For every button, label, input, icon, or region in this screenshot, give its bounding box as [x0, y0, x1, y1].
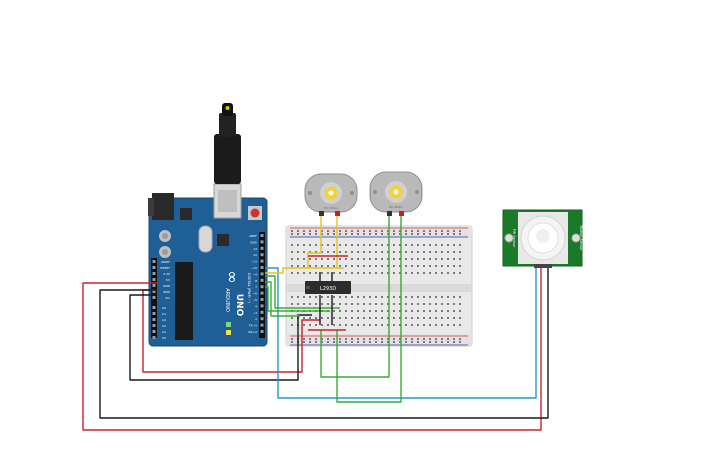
arduino-uno-board[interactable]: ∞ ARDUINO UNO DIGITAL (PWM ~) AREF GND 13 1…: [148, 103, 268, 347]
wire-blue-signal[interactable]: [265, 267, 537, 399]
arduino-brand-label: ARDUINO: [224, 288, 230, 312]
power-pin-label: RESET: [160, 266, 170, 270]
digital-pin-label: AREF: [249, 234, 257, 238]
pir-side-label-left: PIR Sensor: [512, 229, 516, 248]
motor-driver-chip[interactable]: L293D: [305, 281, 351, 294]
motor-1-label: DC Motor: [324, 206, 339, 210]
digital-pin-label: 8: [255, 279, 257, 283]
wire-yellow-ctrl[interactable]: [265, 267, 344, 274]
arduino-logo-icon: ∞: [223, 270, 242, 283]
digital-pin-label: 12: [253, 253, 257, 257]
wire-green-ctrl-2[interactable]: [265, 286, 330, 312]
dc-power-jack-icon: [148, 193, 174, 220]
wire-green-ctrl-3[interactable]: [265, 275, 340, 309]
wire-green-ctrl-1[interactable]: [265, 281, 300, 317]
analog-pin-label: A0: [162, 306, 166, 310]
digital-pin-label: ~11: [251, 260, 257, 264]
breadboard-holes: [291, 230, 461, 343]
arduino-digital-label: DIGITAL (PWM ~): [247, 273, 251, 304]
digital-pin-label: TX→1: [248, 324, 257, 328]
wire-green-motor2-b[interactable]: [336, 216, 402, 403]
dc-motor-2[interactable]: DC Motor: [369, 171, 423, 216]
digital-pin-label: 13: [253, 247, 257, 251]
digital-pin-label: ~9: [253, 272, 258, 276]
digital-pin-label: ~3: [253, 311, 258, 315]
arduino-model-label: UNO: [234, 294, 244, 317]
arduino-header-pins: [152, 234, 264, 339]
wire-yellow-motor1-a[interactable]: [307, 216, 322, 268]
digital-pin-label: ~6: [253, 292, 258, 296]
wire-green-motor2-a[interactable]: [320, 216, 390, 378]
digital-pin-label: 7: [255, 285, 257, 289]
power-pin-label: GND: [163, 290, 171, 294]
power-pin-label: 5V: [166, 278, 171, 282]
digital-pin-label: 2: [255, 317, 257, 321]
power-pin-label: GND: [163, 284, 171, 288]
digital-pin-label: 4: [255, 304, 257, 308]
analog-pin-label: A4: [162, 330, 166, 334]
power-pin-label: IOREF: [161, 260, 170, 264]
analog-pin-label: A1: [162, 312, 166, 316]
digital-pin-label: ~10: [251, 266, 257, 270]
wire-black-outer[interactable]: [99, 268, 549, 419]
usb-connector-icon: [213, 103, 242, 219]
power-pin-label: 3.3V: [163, 272, 171, 276]
analog-pin-label: A3: [162, 324, 166, 328]
digital-pin-label: ~5: [253, 298, 258, 302]
reset-button-icon[interactable]: [248, 206, 262, 220]
pir-motion-sensor[interactable]: PIR Sensor Motion Sensor: [502, 209, 583, 268]
wire-red-outer[interactable]: [82, 268, 542, 431]
motor-2-label: DC Motor: [389, 205, 404, 209]
wires: [82, 216, 549, 431]
dc-motor-1[interactable]: DC Motor: [304, 173, 358, 216]
analog-pin-label: A5: [162, 336, 166, 340]
power-pin-label: Vin: [165, 296, 170, 300]
digital-pin-label: GND: [250, 240, 258, 244]
wire-black-inner[interactable]: [129, 294, 312, 381]
microcontroller-chip: [175, 262, 193, 340]
analog-pin-label: A2: [162, 318, 166, 322]
motor-driver-label: L293D: [320, 286, 336, 292]
pir-side-label-right: Motion Sensor: [579, 226, 583, 252]
digital-pin-label: RX←0: [248, 330, 257, 334]
